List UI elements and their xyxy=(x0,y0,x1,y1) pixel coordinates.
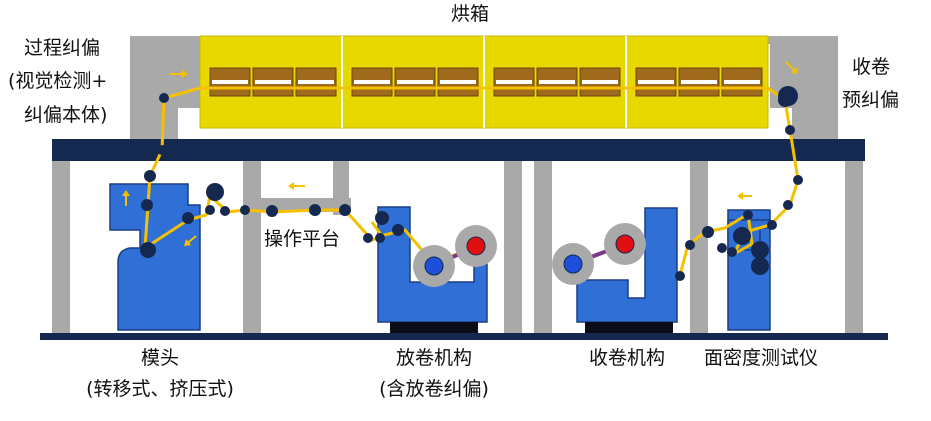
frame-post xyxy=(243,160,261,335)
winding-machine xyxy=(576,207,678,333)
flow-arrow xyxy=(184,235,197,246)
guide-roller xyxy=(733,227,751,245)
heater-block xyxy=(209,67,251,97)
flow-arrow xyxy=(170,70,188,78)
flow-arrow xyxy=(122,190,130,206)
unwind-roll-core xyxy=(466,236,486,256)
guide-roller xyxy=(675,271,685,281)
guide-rollers xyxy=(140,86,803,281)
guide-roller xyxy=(793,175,803,185)
unwinding-label: (含放卷纠偏) xyxy=(379,378,489,400)
guide-roller xyxy=(363,233,373,243)
die-head-machine xyxy=(109,183,201,331)
heater-block xyxy=(394,67,436,97)
guide-roller xyxy=(767,220,777,230)
guide-roller xyxy=(140,242,156,258)
guide-roller xyxy=(240,205,250,215)
heater-block xyxy=(437,67,479,97)
winding-label: 收卷机构 xyxy=(588,347,665,369)
die-head-label: (转移式、挤压式) xyxy=(86,378,234,400)
guide-roller xyxy=(206,183,224,201)
oven-label: 烘箱 xyxy=(450,3,489,25)
frame-post xyxy=(845,160,863,335)
heater-block xyxy=(295,67,337,97)
heater-block xyxy=(721,67,763,97)
guide-roller xyxy=(743,210,753,220)
guide-roller xyxy=(392,224,404,236)
wind-roll-core xyxy=(563,254,583,274)
floor-beam xyxy=(40,333,888,340)
flow-arrow xyxy=(288,182,305,190)
frame-post xyxy=(504,160,522,335)
unwinding-label: 放卷机构 xyxy=(395,347,472,369)
guide-roller xyxy=(141,199,153,211)
areal-density-tester-label: 面密度测试仪 xyxy=(704,347,819,369)
guide-roller xyxy=(751,241,769,259)
heater-block xyxy=(678,67,720,97)
guide-roller xyxy=(205,205,215,215)
guide-roller xyxy=(785,125,795,135)
unwind-rolls xyxy=(413,225,497,287)
guide-roller xyxy=(157,145,167,155)
guide-roller xyxy=(375,211,389,225)
wind-roll-core xyxy=(615,234,635,254)
oven-heaters xyxy=(209,67,763,97)
guide-roller xyxy=(685,240,695,250)
operating-platform-label: 操作平台 xyxy=(264,228,341,250)
process-correction-label: (视觉检测+ xyxy=(8,70,108,92)
guide-roller xyxy=(783,200,793,210)
heater-block xyxy=(635,67,677,97)
heater-block xyxy=(579,67,621,97)
wind-rolls xyxy=(552,223,646,285)
heater-block xyxy=(493,67,535,97)
guide-roller xyxy=(144,170,156,182)
guide-roller xyxy=(266,205,278,217)
winding-pre-correction-label: 收卷 xyxy=(852,56,891,78)
process-correction-label: 纠偏本体) xyxy=(24,104,108,126)
guide-roller xyxy=(339,204,351,216)
guide-roller xyxy=(375,233,385,243)
die-head-label: 模头 xyxy=(140,347,179,369)
guide-roller xyxy=(727,247,737,257)
guide-roller xyxy=(159,93,169,103)
heater-block xyxy=(536,67,578,97)
heater-block xyxy=(252,67,294,97)
frame-post xyxy=(534,160,552,335)
frame-post xyxy=(690,160,708,335)
oven xyxy=(199,35,769,129)
top-frame-inner xyxy=(178,108,202,139)
process-correction-label: 过程纠偏 xyxy=(24,37,101,59)
main-beam xyxy=(52,139,865,161)
guide-roller xyxy=(309,204,321,216)
guide-roller xyxy=(717,243,727,253)
direction-arrows xyxy=(122,61,798,246)
flow-arrow xyxy=(785,61,798,74)
guide-roller xyxy=(778,86,798,106)
unwind-roll-core xyxy=(424,256,444,276)
flow-arrow xyxy=(737,192,752,200)
guide-roller xyxy=(702,226,714,238)
guide-roller xyxy=(751,257,769,275)
winding-pre-correction-label: 预纠偏 xyxy=(842,89,900,111)
frame-post xyxy=(52,160,70,335)
guide-roller xyxy=(182,212,194,224)
heater-block xyxy=(351,67,393,97)
guide-roller xyxy=(220,206,230,216)
